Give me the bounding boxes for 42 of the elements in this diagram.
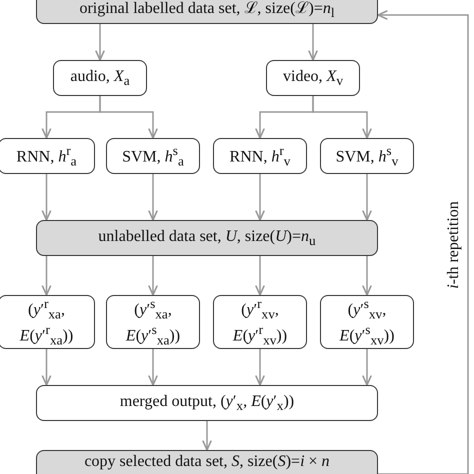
arrow [362, 256, 372, 296]
edge-label: i-th repetition [444, 198, 463, 290]
node-label: (y′$^{r}$$_{xa}$, E(y′$^{r}$$_{xa}$)) [18, 296, 74, 348]
arrow [255, 174, 265, 221]
process-box [0, 295, 95, 349]
arrow [362, 349, 372, 386]
node-label: unlabelled data set, U, size(U)=n$_{u}$ [98, 228, 316, 248]
node-label: (y′$^{s}$$_{xv}$, E(y′$^{s}$$_{xv}$)) [338, 296, 396, 348]
data-set-box [36, 220, 378, 256]
process-box [320, 138, 414, 174]
arrow [42, 256, 52, 296]
node-label: (y′$^{s}$$_{xa}$, E(y′$^{s}$$_{xa}$)) [124, 296, 182, 348]
arrow [312, 96, 372, 139]
node-label: merged output, (y′$_{x}$, E(y′$_{x}$)) [120, 392, 294, 414]
process-box [106, 295, 200, 349]
arrow [42, 174, 52, 221]
process-box [320, 295, 414, 349]
arrow [95, 24, 105, 61]
arrow [202, 421, 212, 451]
process-box [213, 138, 307, 174]
arrow [99, 96, 158, 139]
process-box [0, 138, 95, 174]
node-label: original labelled data set, ℒ, size(ℒ)=n$_{l}$ [79, 0, 335, 20]
data-set-box [36, 0, 378, 24]
process-box [266, 60, 360, 96]
node-label: (y′$^{r}$$_{xv}$, E(y′$^{r}$$_{xv}$)) [232, 296, 288, 348]
arrow [362, 174, 372, 221]
arrow [148, 349, 158, 386]
process-box [53, 60, 147, 96]
node-label: copy selected data set, S, size(S)=i × n [84, 453, 330, 472]
node-label: audio, X$_{a}$ [70, 68, 130, 88]
arrow [308, 24, 318, 61]
arrow [255, 256, 265, 296]
process-box [106, 138, 200, 174]
arrow [255, 349, 265, 386]
process-box [213, 295, 307, 349]
arrow [377, 10, 469, 474]
node-label: video, X$_{v}$ [283, 68, 343, 88]
arrow [148, 256, 158, 296]
arrow [42, 349, 52, 386]
arrow [148, 174, 158, 221]
process-box [36, 385, 378, 421]
